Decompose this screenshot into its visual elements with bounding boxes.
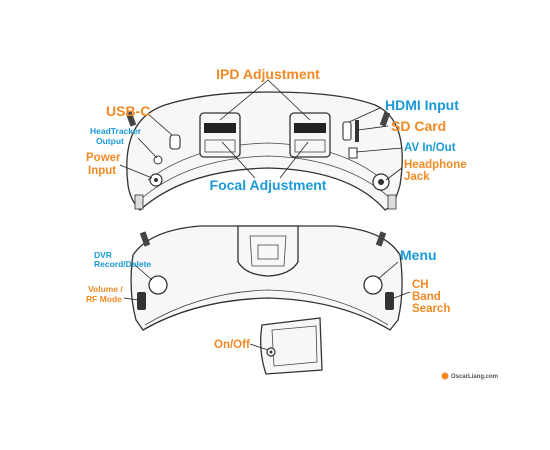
goggles-back-view [130,225,403,331]
label-volume-1: Volume / [88,284,123,294]
label-headphone-2: Jack [404,171,430,183]
goggles-top-view [125,91,403,211]
label-ch-2: Band [412,291,441,303]
center-module [237,225,299,277]
label-usb-c: USB-C [106,103,150,119]
sd-card-slot [355,120,359,142]
headtracker-port [153,155,163,165]
label-ch-1: CH [412,279,429,291]
logo-text: OscarLiang.com [451,374,498,380]
label-on-off: On/Off [214,339,250,351]
right-ipd-slider[interactable] [294,123,326,133]
label-dvr-2: Record/Delete [94,259,151,269]
label-focal-adjustment: Focal Adjustment [210,177,327,193]
label-headphone-1: Headphone [404,159,467,171]
oscarliang-logo: OscarLiang.com [441,372,498,380]
menu-button[interactable] [363,275,383,295]
label-headtracker-1: HeadTracker [90,126,142,136]
flame-icon [441,372,449,380]
leader-lines [119,79,411,351]
volume-rf-wheel[interactable] [137,292,146,310]
label-ch-3: Search [412,303,450,315]
power-switch-detail [260,317,323,375]
label-hdmi-input: HDMI Input [385,97,459,113]
label-power-2: Input [88,165,116,177]
usb-c-port [169,134,181,150]
label-volume-2: RF Mode [86,294,122,304]
label-dvr-1: DVR [94,250,112,260]
dvr-button[interactable] [148,275,168,295]
ch-band-search-wheel[interactable] [385,292,394,310]
label-headtracker-2: Output [96,136,124,146]
label-sd-card: SD Card [391,118,446,134]
label-ipd-adjustment: IPD Adjustment [216,66,320,82]
hdmi-port [342,121,352,141]
left-ipd-slider[interactable] [204,123,236,133]
av-jack [348,147,358,159]
label-av-in-out: AV In/Out [404,142,456,154]
label-menu: Menu [400,247,437,263]
label-power-1: Power [86,152,121,164]
